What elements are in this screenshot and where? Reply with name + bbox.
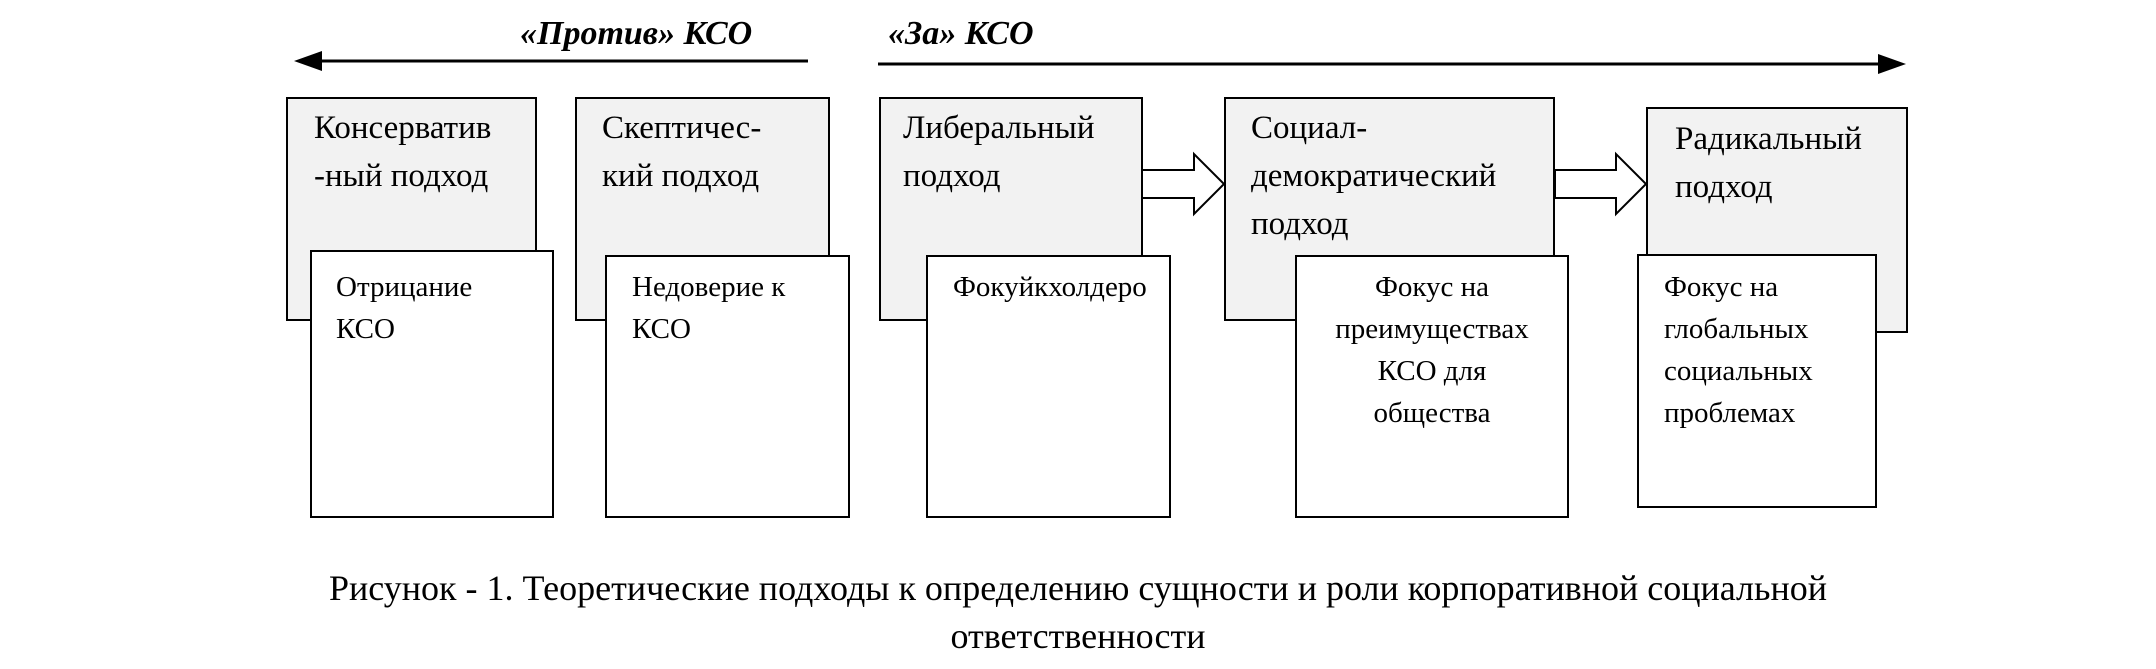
description-text-social-democratic: Фокус на преимуществах КСО для общества	[1295, 266, 1569, 434]
description-line: КСО	[632, 313, 691, 345]
description-box-radical	[1637, 254, 1877, 508]
description-line: Фокус на	[1374, 271, 1490, 303]
against-arrow-head	[294, 51, 322, 71]
description-box-skeptical	[605, 255, 850, 518]
against-csr-label: «Против» КСО	[520, 15, 753, 52]
description-line: Фокуйкхолдеро	[953, 271, 1147, 303]
description-line: проблемах	[1664, 397, 1796, 429]
description-text-liberal: Фокуйкхолдеро	[953, 266, 1147, 308]
approach-title-skeptical: Скептичес- кий подход	[602, 104, 761, 200]
description-text-radical: Фокус на глобальных социальных проблемах	[1664, 266, 1813, 434]
description-line: социальных	[1664, 355, 1813, 387]
description-line: КСО	[336, 313, 395, 345]
approach-title-radical: Радикальный подход	[1675, 115, 1862, 211]
approach-title-line: Либеральный	[903, 110, 1095, 146]
block-arrow-liberal-to-social	[1141, 151, 1226, 217]
figure-caption-line-2: ответственности	[950, 616, 1206, 656]
approach-title-liberal: Либеральный подход	[903, 104, 1095, 200]
approach-title-conservative: Консерватив -ный подход	[314, 104, 491, 200]
approach-title-line: кий подход	[602, 158, 760, 194]
approach-title-line: подход	[1675, 169, 1773, 205]
approach-title-line: Скептичес-	[602, 110, 762, 146]
description-line: Отрицание	[336, 271, 473, 303]
description-box-liberal	[926, 255, 1171, 518]
for-csr-label: «За» КСО	[888, 15, 1034, 52]
description-box-social-democratic	[1295, 255, 1569, 518]
approach-title-line: Социал-	[1251, 110, 1368, 146]
approach-title-line: -ный подход	[314, 158, 489, 194]
approach-title-line: Радикальный	[1675, 121, 1862, 157]
approach-title-line: подход	[903, 158, 1001, 194]
description-line: Недоверие к	[632, 271, 786, 303]
description-line: глобальных	[1664, 313, 1809, 345]
description-line: Фокус на	[1664, 271, 1779, 303]
for-arrow-head	[1878, 54, 1906, 74]
figure-caption-line-1: Рисунок - 1. Теоретические подходы к опр…	[329, 568, 1827, 608]
description-text-conservative: Отрицание КСО	[336, 266, 472, 350]
block-arrow-social-to-radical	[1554, 151, 1648, 217]
description-text-skeptical: Недоверие к КСО	[632, 266, 785, 350]
description-line: преимуществах	[1335, 313, 1529, 345]
approach-title-social-democratic: Социал- демократический подход	[1251, 104, 1496, 248]
approach-title-line: Консерватив	[314, 110, 492, 146]
approach-title-line: подход	[1251, 206, 1349, 242]
approach-title-line: демократический	[1251, 158, 1497, 194]
description-box-conservative	[310, 250, 554, 518]
description-line: общества	[1373, 397, 1491, 429]
description-line: КСО для	[1377, 355, 1487, 387]
